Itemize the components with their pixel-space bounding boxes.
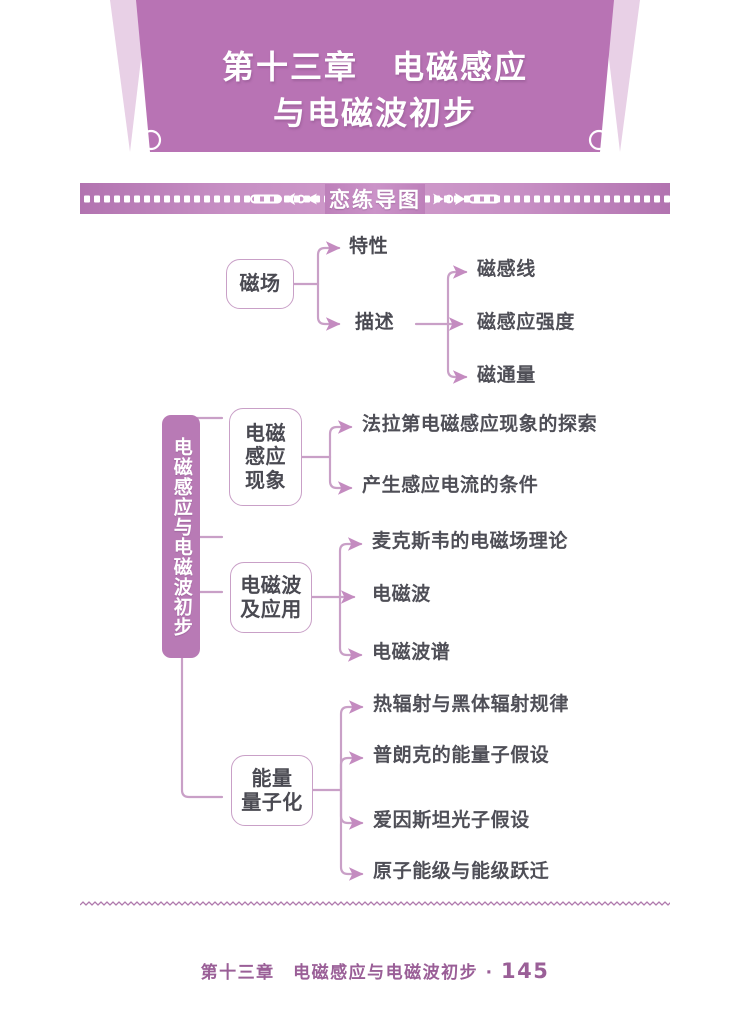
leaf-atomic-energy-levels[interactable]: 原子能级与能级跃迁 <box>373 860 550 882</box>
branch-node-line: 及应用 <box>240 596 302 621</box>
branch-node-line: 电磁 <box>245 420 286 445</box>
footer-separator: · <box>485 963 494 983</box>
branch-node-em-induction-phenomenon[interactable]: 电磁 感应 现象 <box>229 408 302 506</box>
leaf-em-spectrum[interactable]: 电磁波谱 <box>372 641 451 663</box>
leaf-properties[interactable]: 特性 <box>349 235 389 257</box>
section-header-bar: 恋练导图 <box>80 183 670 214</box>
section-header-content: 恋练导图 <box>80 183 670 214</box>
branch-node-energy-quantization[interactable]: 能量 量子化 <box>231 755 313 826</box>
arrow-left-ornament-icon <box>250 192 317 205</box>
arrow-right-ornament-icon <box>433 192 500 205</box>
leaf-faraday-exploration[interactable]: 法拉第电磁感应现象的探索 <box>362 413 598 435</box>
branch-node-magnetic-field[interactable]: 磁场 <box>226 259 294 309</box>
leaf-thermal-blackbody-radiation[interactable]: 热辐射与黑体辐射规律 <box>373 693 570 715</box>
page-title: 第十三章 电磁感应 与电磁波初步 <box>0 44 750 137</box>
branch-node-line: 量子化 <box>241 789 303 814</box>
footer-page-number: 145 <box>500 959 550 983</box>
leaf-einstein-photon-hypothesis[interactable]: 爱因斯坦光子假设 <box>373 809 530 831</box>
leaf-magnetic-field-line[interactable]: 磁感线 <box>477 258 536 280</box>
chapter-banner: 第十三章 电磁感应 与电磁波初步 <box>0 0 750 160</box>
footer-chapter-label: 第十三章 电磁感应与电磁波初步 <box>200 963 479 983</box>
leaf-magnetic-flux-density[interactable]: 磁感应强度 <box>477 311 576 333</box>
wavy-divider <box>80 901 670 906</box>
section-header-label: 恋练导图 <box>325 183 425 214</box>
leaf-maxwell-em-field-theory[interactable]: 麦克斯韦的电磁场理论 <box>372 530 569 552</box>
mindmap-root-node[interactable]: 电磁感应与电磁波初步 <box>162 415 200 658</box>
branch-node-line: 感应 <box>245 444 286 469</box>
banner-eyelet-right <box>588 129 610 151</box>
leaf-magnetic-flux[interactable]: 磁通量 <box>477 364 536 386</box>
banner-eyelet-left <box>140 129 162 151</box>
page-footer: 第十三章 电磁感应与电磁波初步 · 145 <box>0 958 750 983</box>
leaf-description[interactable]: 描述 <box>355 311 395 333</box>
banner-wing-left <box>110 0 148 152</box>
branch-node-em-waves-applications[interactable]: 电磁波 及应用 <box>230 562 312 633</box>
leaf-induced-current-conditions[interactable]: 产生感应电流的条件 <box>362 474 539 496</box>
banner-body <box>136 0 614 152</box>
banner-wing-right <box>602 0 640 152</box>
leaf-planck-quantum-hypothesis[interactable]: 普朗克的能量子假设 <box>373 744 550 766</box>
branch-node-line: 能量 <box>251 765 293 790</box>
branch-node-line: 电磁波 <box>240 572 302 597</box>
mindmap: 电磁感应与电磁波初步 磁场 特性 描述 磁感线 磁感应强度 磁通量 电磁 感应 … <box>0 222 750 892</box>
banner-title-line1: 第十三章 电磁感应 <box>221 48 528 86</box>
branch-node-line: 现象 <box>245 467 286 492</box>
banner-shape <box>110 0 640 152</box>
leaf-em-wave[interactable]: 电磁波 <box>372 583 431 605</box>
banner-title-line2: 与电磁波初步 <box>272 94 477 133</box>
